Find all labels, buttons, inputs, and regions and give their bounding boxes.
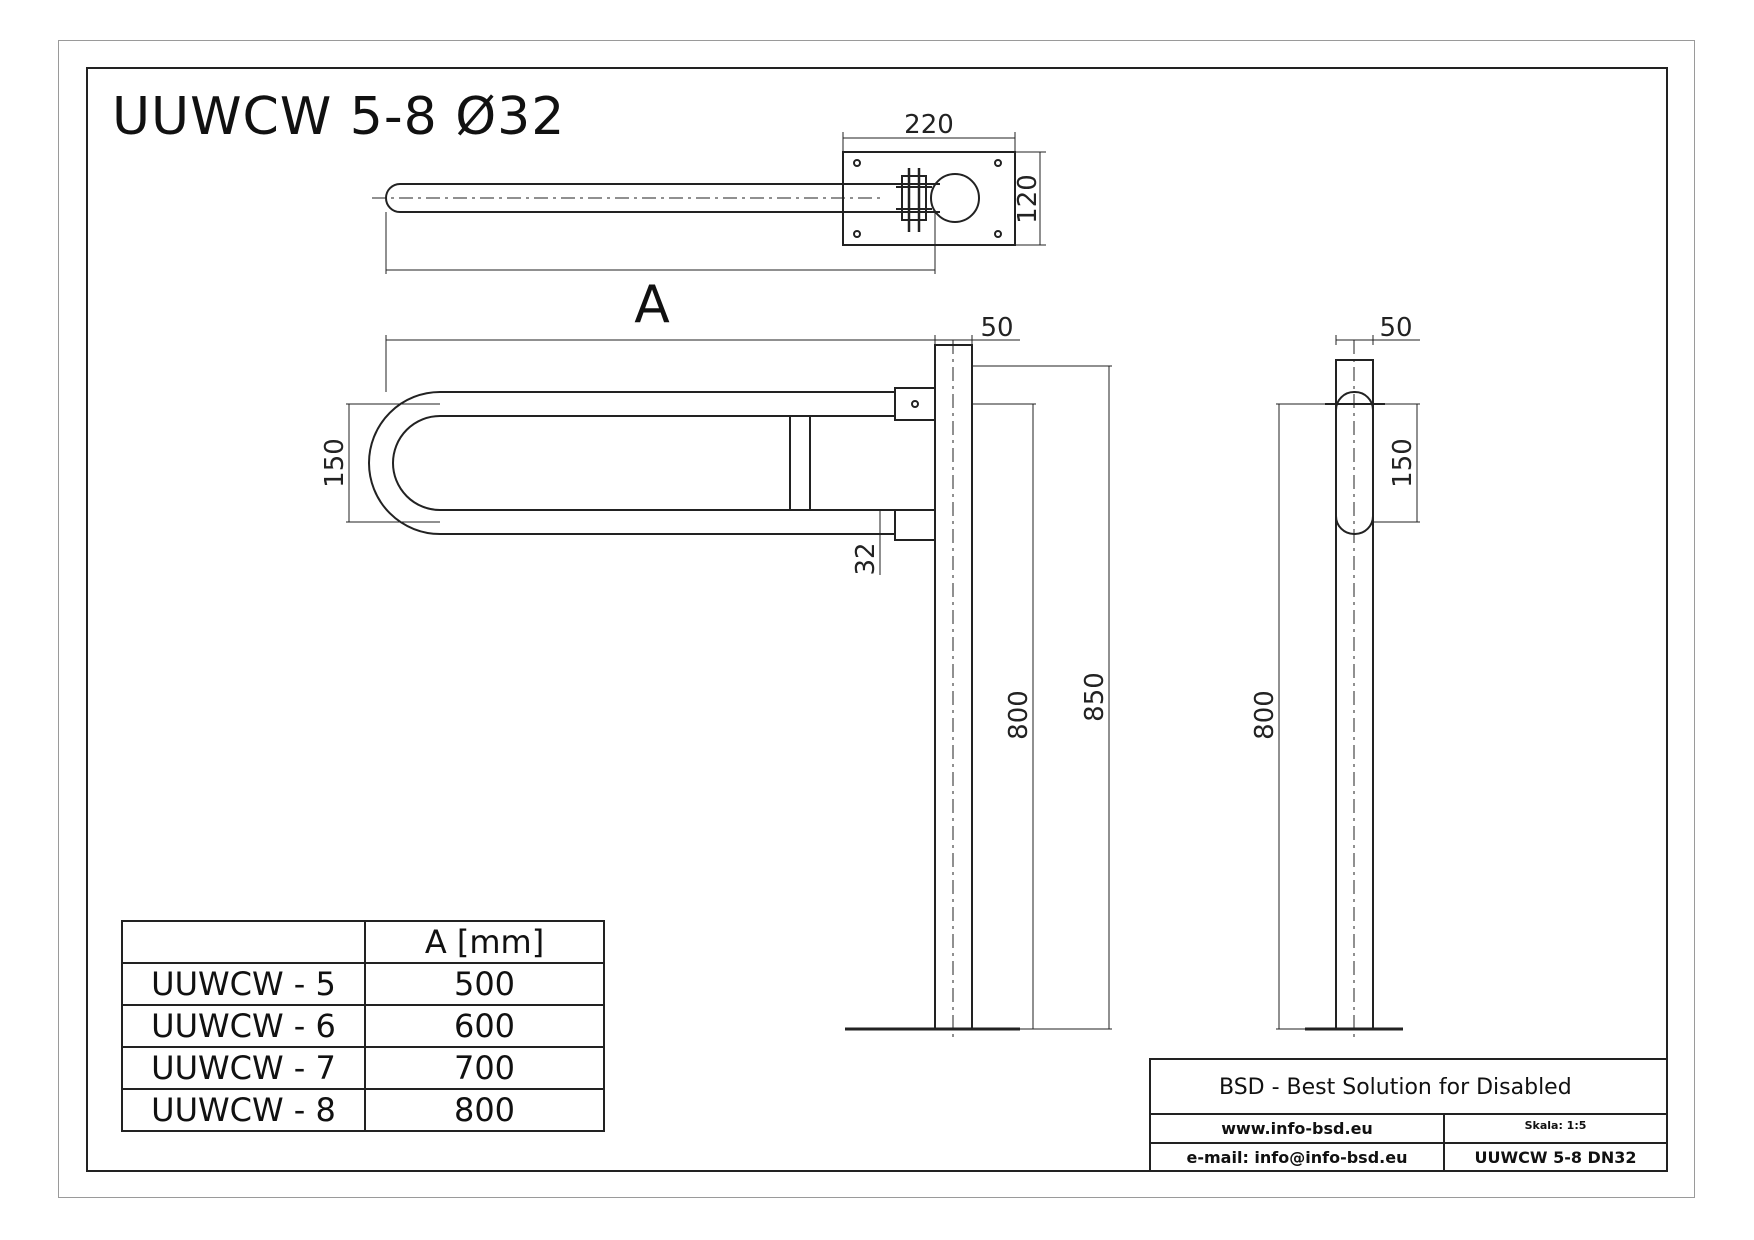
hinge-pin-icon (911, 400, 919, 408)
support-stub (894, 509, 936, 541)
top-view (372, 132, 1046, 274)
table-row: UUWCW - 6 600 (121, 1004, 605, 1048)
title-block: BSD - Best Solution for Disabled www.inf… (1149, 1058, 1668, 1172)
website-link[interactable]: www.info-bsd.eu (1151, 1115, 1445, 1144)
model-cell: UUWCW - 5 (121, 962, 366, 1006)
model-cell: UUWCW - 6 (121, 1004, 366, 1048)
email-link[interactable]: e-mail: info@info-bsd.eu (1151, 1144, 1445, 1172)
company-name: BSD - Best Solution for Disabled (1151, 1060, 1666, 1115)
u-rail-inner (392, 415, 895, 511)
scale-label: Skala: 1:5 (1445, 1115, 1666, 1144)
side-view (346, 335, 1112, 1040)
table-row: UUWCW - 5 500 (121, 962, 605, 1006)
dim-label-50-front: 50 (1379, 313, 1412, 343)
drawing-title: UUWCW 5-8 Ø32 (112, 87, 566, 147)
inner-frame (86, 67, 1668, 1172)
screw-hole-icon (994, 159, 1002, 167)
sizes-table: A [mm] UUWCW - 5 500 UUWCW - 6 600 UUWCW… (121, 920, 605, 1132)
dim-label-a: A (634, 275, 670, 335)
header-a: A [mm] (364, 920, 605, 964)
outer-frame (58, 40, 1695, 1198)
dim-label-150-front: 150 (1388, 438, 1418, 488)
header-model (121, 920, 366, 964)
screw-hole-icon (853, 230, 861, 238)
model-cell: UUWCW - 7 (121, 1046, 366, 1090)
table-row: UUWCW - 7 700 (121, 1046, 605, 1090)
screw-hole-icon (994, 230, 1002, 238)
dim-label-32: 32 (851, 542, 881, 575)
a-cell: 600 (364, 1004, 605, 1048)
a-cell: 700 (364, 1046, 605, 1090)
dim-label-850: 850 (1080, 672, 1110, 722)
screw-hole-icon (853, 159, 861, 167)
dim-label-120: 120 (1013, 174, 1043, 224)
dim-label-150-side: 150 (320, 438, 350, 488)
a-cell: 500 (364, 962, 605, 1006)
hinge-block-side (894, 387, 936, 421)
dim-label-800-front: 800 (1250, 690, 1280, 740)
table-header-row: A [mm] (121, 920, 605, 964)
model-cell: UUWCW - 8 (121, 1088, 366, 1132)
rail-tube-top (385, 183, 940, 213)
dim-label-800-side: 800 (1004, 690, 1034, 740)
hinge-block (901, 175, 927, 221)
u-rail-outer (368, 391, 895, 535)
product-code: UUWCW 5-8 DN32 (1474, 1148, 1637, 1167)
dim-label-50-side: 50 (980, 313, 1013, 343)
rail-front (1335, 391, 1374, 535)
dim-label-220: 220 (904, 110, 954, 140)
front-view (1276, 335, 1420, 1040)
post-section-circle (930, 173, 980, 223)
a-cell: 800 (364, 1088, 605, 1132)
table-row: UUWCW - 8 800 (121, 1088, 605, 1132)
